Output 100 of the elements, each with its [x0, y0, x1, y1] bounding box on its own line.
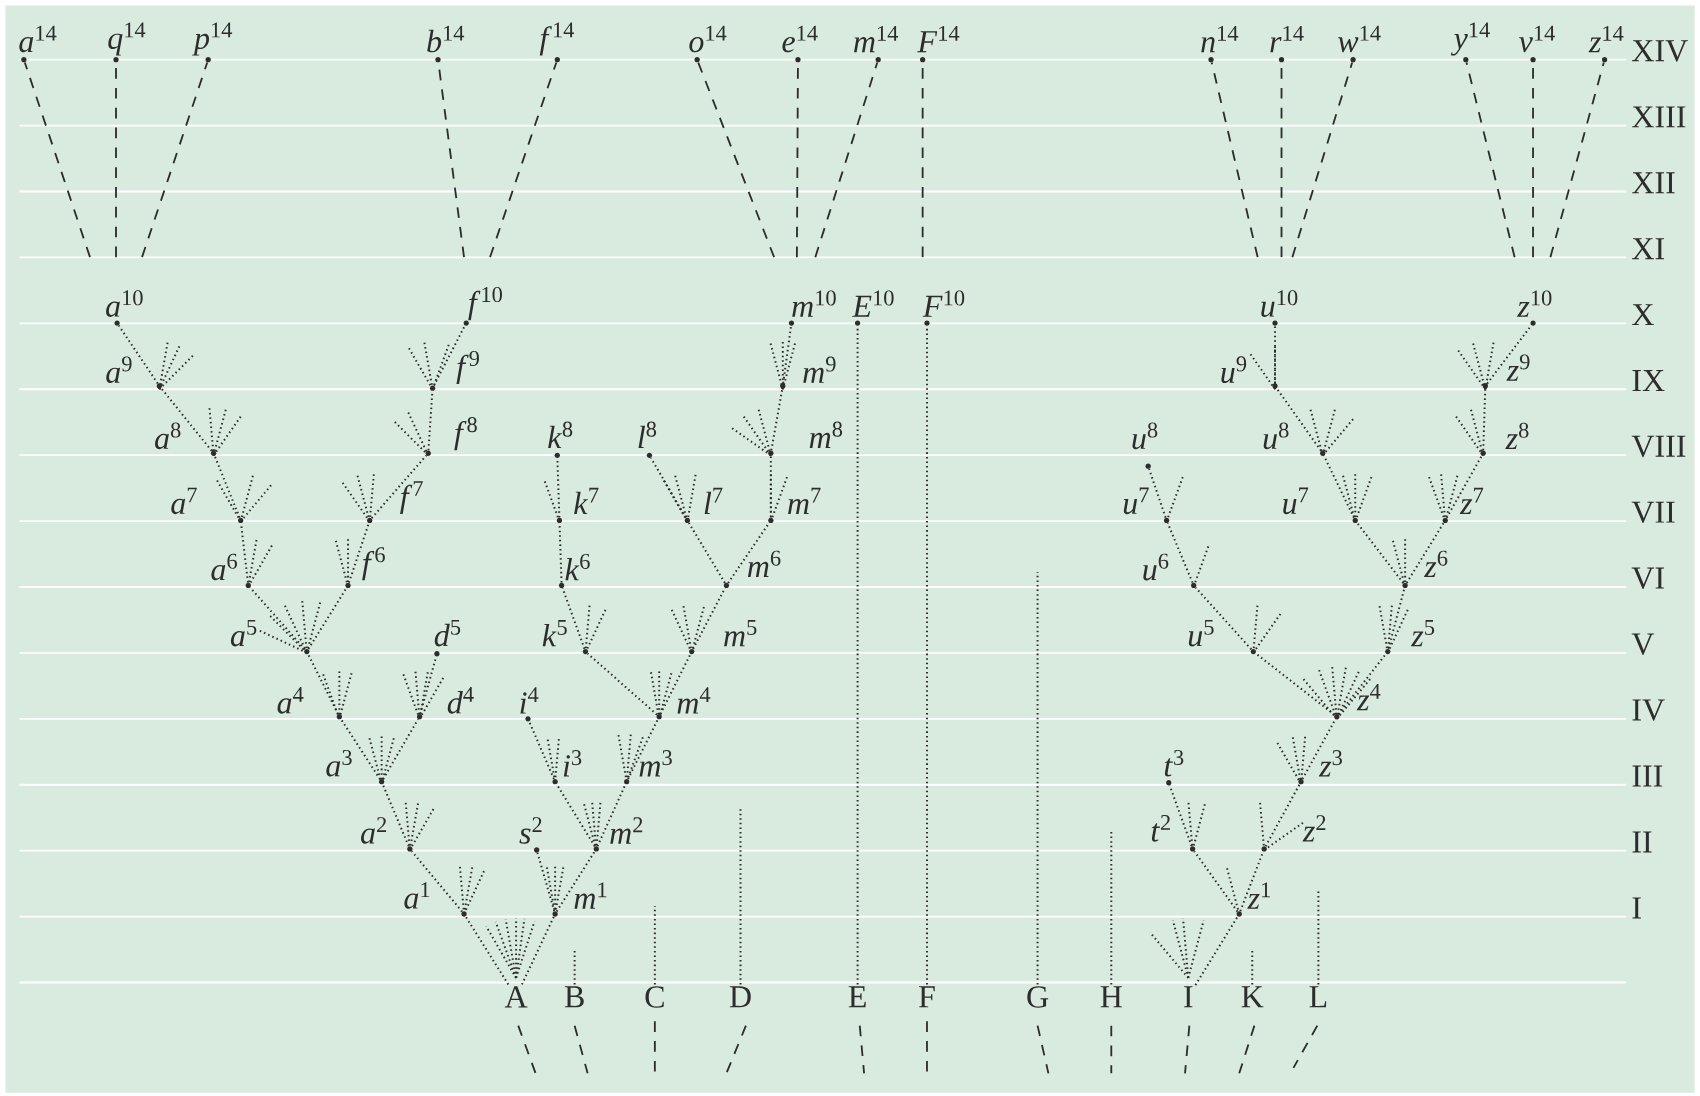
branch-line [659, 653, 692, 715]
level-numeral: IV [1632, 699, 1665, 721]
level-numeral: III [1632, 765, 1663, 787]
species-letter: A [504, 986, 528, 1008]
branch-line [141, 61, 209, 259]
branch-label: k$^{7}$ [556, 487, 599, 524]
level-numeral: XIV [1632, 40, 1688, 62]
branch-label: k$^{8}$ [548, 421, 573, 458]
branch-label: m$^{10}$ [788, 290, 836, 326]
branch-label: z$^{4}$ [1334, 683, 1381, 720]
branch-line [520, 915, 555, 986]
branch-line [1264, 783, 1301, 848]
branch-line [1168, 784, 1193, 848]
branch-line [687, 521, 726, 584]
branch-line [1387, 587, 1406, 650]
branch-label: u$^{9}$ [1221, 356, 1278, 389]
species-letter: I [1184, 986, 1193, 1008]
branch-label: m$^{8}$ [768, 421, 843, 456]
level-numeral: XII [1632, 172, 1675, 194]
branch-line [307, 653, 339, 715]
branch-line [307, 586, 348, 650]
level-numeral: I [1632, 897, 1641, 919]
branch-label: a$^{7}$ [171, 487, 244, 524]
branch-label: z$^{9}$ [1482, 354, 1530, 389]
branch-label: F$^{10}$ [922, 290, 965, 326]
species-letter: F [919, 986, 935, 1008]
branch-label: d$^{5}$ [434, 619, 461, 657]
branch-line [573, 949, 576, 986]
branch-label: a$^{14}$ [19, 25, 57, 63]
branch-label: n$^{14}$ [1201, 25, 1239, 63]
branch-label: z$^{2}$ [1261, 815, 1326, 852]
branch-line [596, 783, 627, 848]
branch-label: y$^{14}$ [1450, 22, 1490, 63]
branch-line [697, 61, 776, 259]
branch-line [782, 325, 793, 384]
species-letter: C [645, 986, 664, 1008]
branch-label: z$^{3}$ [1298, 750, 1342, 785]
branch-label: m$^{1}$ [552, 882, 607, 917]
branch-line [160, 387, 213, 452]
branch-label: l$^{7}$ [684, 487, 723, 524]
branch-line [1317, 889, 1320, 986]
branch-line [769, 455, 772, 519]
species-letter: E [848, 986, 866, 1008]
branch-line [536, 851, 556, 913]
branch-line [1445, 454, 1483, 519]
branch-label: k$^{5}$ [542, 620, 589, 655]
branch-line [464, 915, 510, 986]
branch-line [528, 720, 555, 780]
branch-label: d$^{4}$ [416, 687, 474, 720]
branch-line [249, 586, 306, 651]
branch-line [1251, 948, 1254, 986]
branch-label: m$^{6}$ [723, 550, 781, 589]
branch-line [370, 454, 428, 520]
branch-label: w$^{14}$ [1338, 25, 1381, 63]
branch-label: z$^{5}$ [1385, 620, 1435, 655]
branch-label: a$^{4}$ [277, 687, 342, 720]
branch-line [770, 387, 784, 452]
branch-label: f$^{6}$ [345, 547, 385, 589]
branch-line [1254, 652, 1336, 716]
branch-label: u$^{5}$ [1188, 619, 1256, 655]
branch-line [348, 522, 370, 584]
branch-line [23, 61, 91, 259]
branch-label: a$^{6}$ [211, 553, 251, 589]
branch-label: a$^{5}$ [230, 619, 310, 655]
branch-line [1194, 915, 1239, 987]
branch-label: a$^{2}$ [361, 817, 413, 852]
branch-line [555, 783, 596, 848]
branch-label: a$^{8}$ [155, 422, 217, 456]
level-numeral: V [1631, 633, 1655, 655]
branch-label: u$^{7}$ [1123, 487, 1170, 524]
branch-line [1291, 61, 1354, 259]
branch-label: b$^{14}$ [427, 25, 465, 63]
branch-label: o$^{14}$ [689, 25, 727, 63]
species-letter: B [564, 986, 584, 1008]
branch-label: z$^{6}$ [1402, 550, 1448, 589]
branch-line [814, 61, 879, 259]
branch-line [1482, 387, 1487, 452]
branch-label: F$^{14}$ [917, 25, 960, 63]
branch-label: f$^{14}$ [539, 22, 575, 63]
branch-label: r$^{14}$ [1270, 25, 1304, 63]
level-numeral: XI [1632, 238, 1664, 260]
branch-label: z$^{14}$ [1588, 25, 1624, 63]
branch-label: m$^{2}$ [593, 817, 643, 852]
branch-label: u$^{8}$ [1263, 422, 1326, 456]
branch-label: t$^{2}$ [1151, 814, 1196, 852]
branch-line [1486, 324, 1533, 385]
branch-label: z$^{10}$ [1517, 290, 1552, 326]
branch-line [432, 324, 466, 387]
branch-line [213, 454, 241, 519]
branch-label: u$^{10}$ [1261, 290, 1298, 326]
level-numeral: VII [1631, 501, 1675, 524]
level-numeral: X [1632, 304, 1654, 326]
branch-label: u$^{7}$ [1283, 487, 1358, 524]
branch-line [1275, 387, 1322, 452]
branch-line [1549, 61, 1605, 259]
branch-label: k$^{6}$ [558, 553, 590, 589]
branch-line [627, 718, 659, 780]
species-letter: D [729, 986, 751, 1008]
branch-label: E$^{10}$ [852, 290, 894, 326]
branch-line [1036, 571, 1039, 986]
